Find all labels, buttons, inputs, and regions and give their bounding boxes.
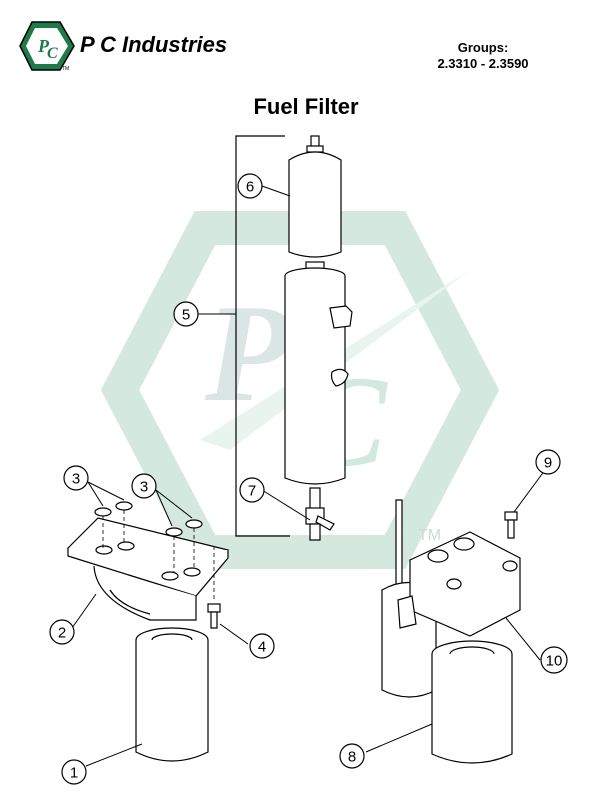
left-spin-on-filter [135, 627, 209, 762]
svg-text:9: 9 [544, 455, 552, 472]
watermark-trademark: TM [418, 527, 441, 544]
svg-text:7: 7 [248, 483, 256, 500]
assembly-bracket [235, 135, 290, 537]
right-filter-head [381, 499, 521, 698]
callout-2: 2 [49, 619, 75, 645]
svg-text:4: 4 [258, 639, 266, 656]
upper-canister [288, 135, 342, 258]
bolt-4 [207, 603, 221, 629]
callout-8: 8 [339, 743, 365, 769]
callout-3-left: 3 [63, 465, 89, 491]
left-filter-head [66, 517, 230, 621]
gaskets [94, 501, 203, 537]
svg-text:3: 3 [72, 471, 80, 488]
watermark-letter-p: P [204, 276, 292, 431]
bolt-9 [504, 511, 518, 539]
svg-text:2: 2 [58, 625, 66, 642]
callout-4: 4 [249, 633, 275, 659]
logo-trademark: TM [62, 66, 69, 72]
dash-lines [102, 510, 215, 600]
svg-text:1: 1 [70, 765, 78, 782]
brand-name: P C Industries [80, 32, 228, 57]
main-tube [284, 261, 353, 485]
right-spin-on-filter [431, 640, 513, 764]
leader-lines [71, 185, 549, 767]
logo-letter-p: P [37, 36, 50, 56]
page-title: Fuel Filter [253, 94, 359, 119]
groups-label: Groups: [457, 40, 509, 55]
callout-5: 5 [173, 301, 199, 327]
logo-letter-c: C [47, 45, 58, 62]
callout-10: 10 [540, 646, 568, 674]
groups-block: Groups: 2.3310 - 2.3590 [418, 40, 548, 72]
watermark-hexagon [100, 211, 500, 569]
svg-text:5: 5 [182, 307, 190, 324]
svg-text:8: 8 [348, 749, 356, 766]
brand-header: P C TM P C Industries [18, 20, 238, 72]
svg-text:3: 3 [140, 479, 148, 496]
drain-valve [305, 487, 335, 541]
groups-range: 2.3310 - 2.3590 [437, 56, 529, 71]
svg-text:10: 10 [546, 653, 563, 670]
pc-logo-icon: P C TM [19, 21, 75, 72]
callout-7: 7 [239, 477, 265, 503]
callout-1: 1 [61, 759, 87, 785]
callout-3-right: 3 [131, 473, 157, 499]
callout-6: 6 [237, 173, 263, 199]
callout-9: 9 [535, 449, 561, 475]
svg-text:6: 6 [246, 179, 254, 196]
